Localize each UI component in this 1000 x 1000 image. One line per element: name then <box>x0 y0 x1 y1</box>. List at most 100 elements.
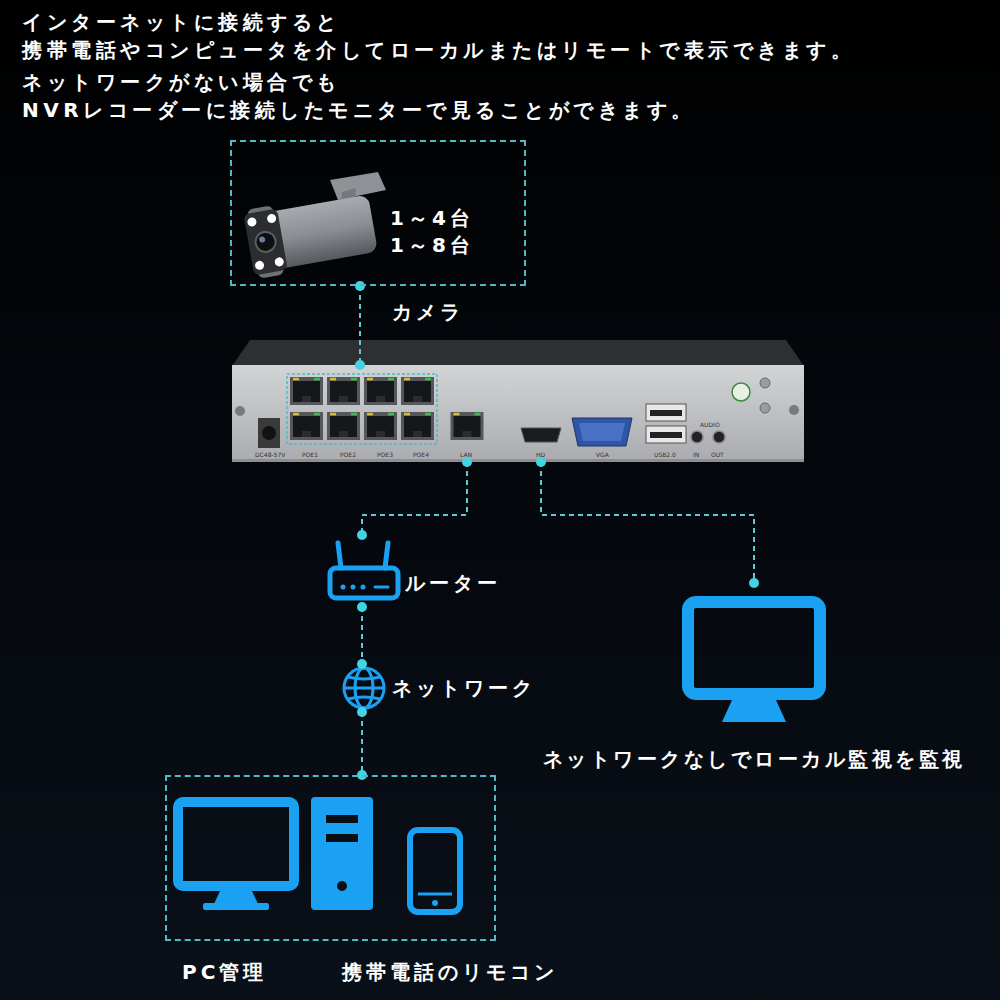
connector <box>359 286 361 365</box>
tower-icon <box>311 797 373 910</box>
port-label: DC48-57V <box>255 451 285 458</box>
art-detail <box>646 426 686 443</box>
connector <box>541 462 754 583</box>
note-text: インターネットに接続すると 携帯電話やコンピュータを介してローカルまたはリモート… <box>22 8 855 64</box>
node-label: ルーター <box>405 569 501 597</box>
art-detail <box>451 412 484 440</box>
art-detail <box>348 677 380 679</box>
art-detail <box>338 543 341 568</box>
joint-dot <box>355 281 365 291</box>
router-icon <box>330 543 398 598</box>
port-label: LAN <box>460 451 472 458</box>
art-detail <box>432 900 438 906</box>
network-node: ネットワーク <box>340 664 550 712</box>
art-detail <box>330 172 386 200</box>
art-detail <box>203 903 269 910</box>
art-detail <box>348 697 380 699</box>
art-detail <box>410 830 460 912</box>
joint-dot <box>357 707 367 717</box>
art-detail <box>732 383 750 401</box>
port-label: USB2.0 <box>654 451 676 458</box>
art-detail <box>287 374 437 444</box>
art-detail <box>235 406 245 416</box>
art-detail <box>364 377 397 405</box>
monitor-icon <box>688 602 820 722</box>
art-detail <box>262 426 276 440</box>
port-label: OUT <box>711 451 724 458</box>
art-detail <box>258 418 280 448</box>
art-detail <box>722 700 786 722</box>
connector <box>361 607 363 664</box>
nvr-illustration <box>232 340 804 462</box>
art-detail <box>691 431 703 443</box>
port-label: POE3 <box>377 451 393 458</box>
joint-dot <box>536 457 546 467</box>
art-detail <box>650 410 682 416</box>
port-label: POE2 <box>340 451 356 458</box>
port-label: VGA <box>596 451 609 458</box>
art-detail <box>401 377 434 405</box>
art-detail <box>760 378 770 388</box>
art-detail <box>326 834 358 842</box>
art-detail <box>351 585 356 590</box>
port-label: POE4 <box>413 451 429 458</box>
art-detail <box>760 403 770 413</box>
joint-dot <box>357 602 367 612</box>
node-label: 1～4台 <box>390 204 474 232</box>
art-detail <box>232 459 804 462</box>
joint-dot <box>357 659 367 669</box>
joint-dot <box>462 457 472 467</box>
art-detail <box>326 815 358 823</box>
art-detail <box>290 377 323 405</box>
art-detail <box>274 257 284 267</box>
art-detail <box>254 230 277 253</box>
art-detail <box>344 668 384 708</box>
node-label: PC管理 <box>182 958 267 986</box>
art-detail <box>243 189 379 280</box>
globe-icon <box>344 668 384 708</box>
art-detail <box>521 428 561 442</box>
camera-group: 1～4台1～8台カメラ <box>230 140 526 286</box>
art-detail <box>254 260 264 270</box>
port-label: HD <box>536 451 545 458</box>
art-detail <box>327 412 360 440</box>
art-detail <box>178 802 294 886</box>
art-detail <box>713 431 725 443</box>
art-detail <box>266 213 276 223</box>
art-detail <box>337 881 347 891</box>
joint-dot <box>749 578 759 588</box>
camera-illustration <box>243 172 386 279</box>
art-detail <box>688 602 820 694</box>
node-label: 1～8台 <box>390 231 474 259</box>
art-detail <box>232 340 804 366</box>
art-detail <box>572 418 632 446</box>
note-text: ネットワークがない場合でも NVRレコーダーに接続したモニターで見ることができま… <box>22 68 696 124</box>
art-detail <box>247 217 257 227</box>
art-detail <box>232 365 804 462</box>
remote-devices: PC管理携帯電話のリモコン <box>165 775 496 941</box>
art-detail <box>214 891 258 904</box>
pc-icon <box>178 802 294 910</box>
caption-text: ネットワークなしでローカル監視を監視 <box>543 745 966 773</box>
nvr-recorder: DC48-57VPOE1POE2POE3POE4LANHDVGAUSB2.0AU… <box>232 365 804 462</box>
art-detail <box>418 893 452 896</box>
router-node: ルーター <box>325 535 510 607</box>
local-monitor: ネットワークなしでローカル監視を監視 <box>676 583 832 725</box>
art-detail <box>341 585 346 590</box>
art-detail <box>646 404 686 421</box>
art-detail <box>361 585 366 590</box>
art-detail <box>259 236 266 243</box>
joint-dot <box>357 530 367 540</box>
art-detail <box>344 687 384 690</box>
port-label: AUDIO <box>700 421 720 428</box>
connector <box>361 712 363 775</box>
node-label: ネットワーク <box>392 674 536 702</box>
port-label: IN <box>693 451 699 458</box>
joint-dot <box>355 360 365 370</box>
art-detail <box>650 432 682 438</box>
art-detail <box>327 377 360 405</box>
art-detail <box>243 208 287 275</box>
phone-icon <box>410 830 460 912</box>
